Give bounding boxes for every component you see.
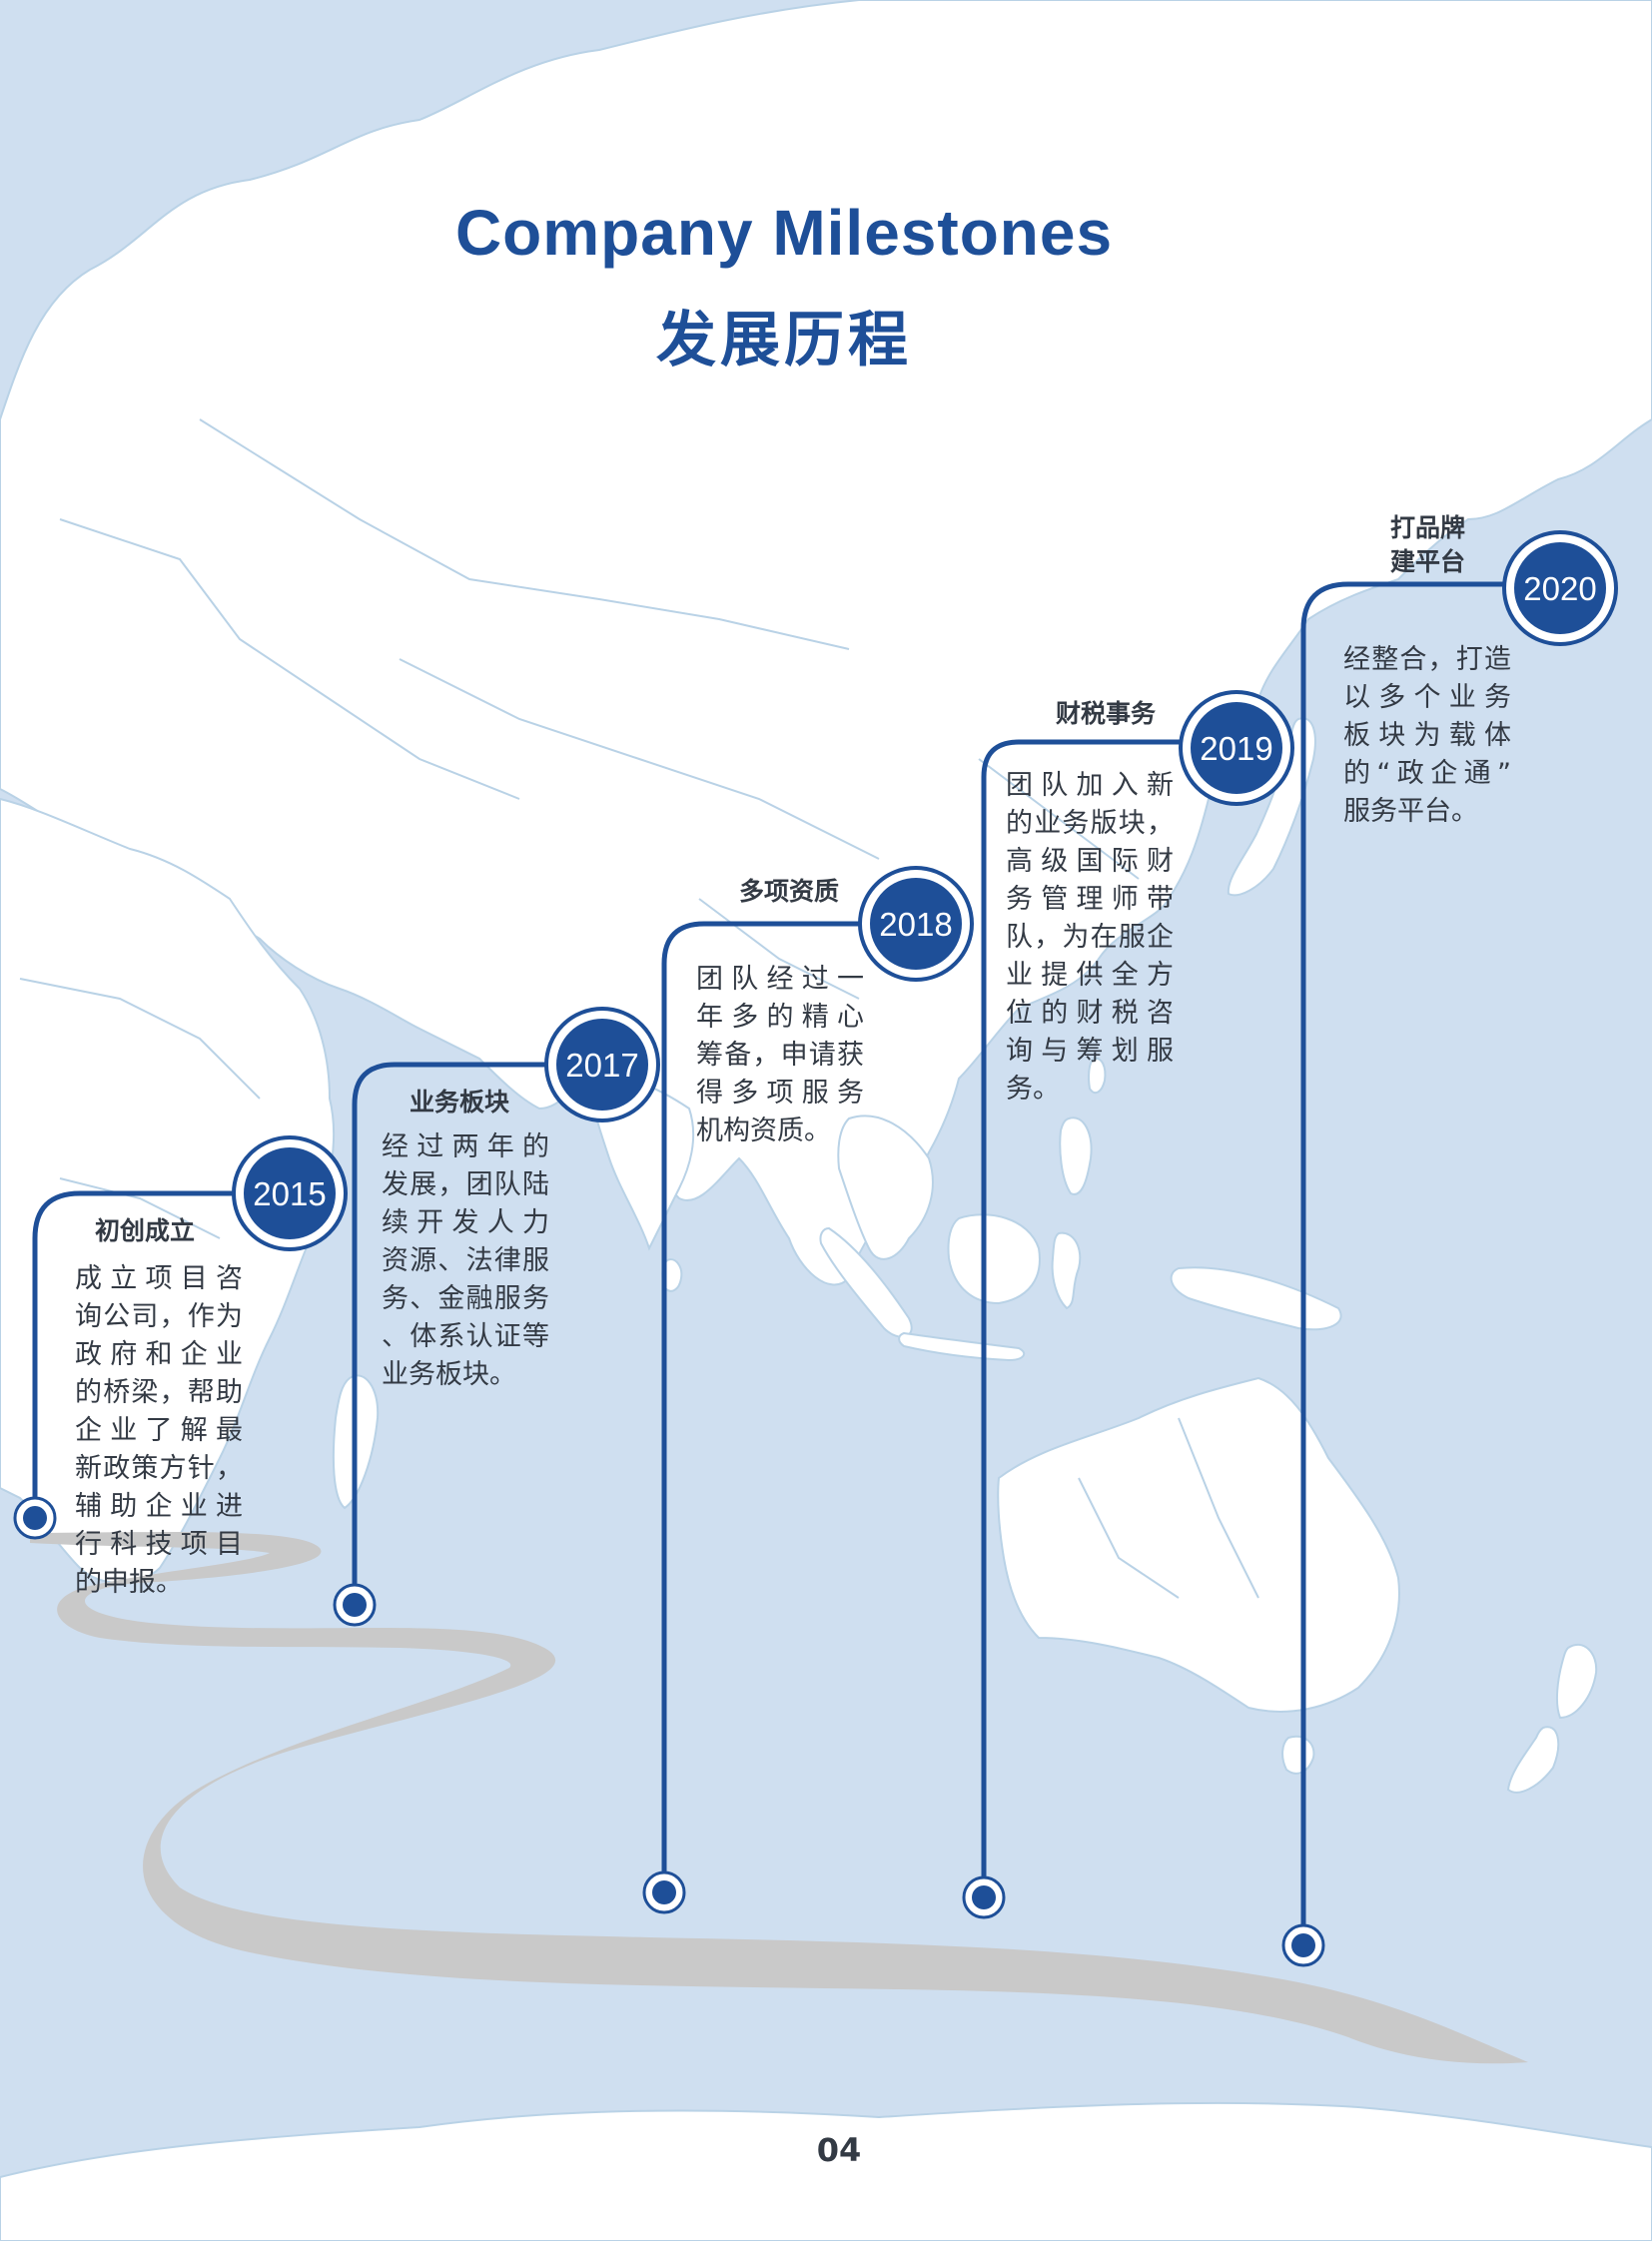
year-bubble-2015: 2015 xyxy=(232,1135,348,1251)
desc-line: 得多项服务 xyxy=(696,1078,864,1109)
timeline-line-2018 xyxy=(661,921,872,1895)
milestone-title-2020-line-2: 建平台 xyxy=(1390,547,1466,576)
desc-line: 位的财税咨 xyxy=(1006,998,1174,1029)
land-antarctica xyxy=(0,2101,1652,2241)
year-label-2020: 2020 xyxy=(1523,570,1596,607)
desc-line: 辅助企业进 xyxy=(75,1491,243,1522)
timeline-line-2019 xyxy=(981,739,1187,1900)
desc-line: 以多个业务 xyxy=(1343,682,1511,713)
desc-line: 续开发人力 xyxy=(382,1207,549,1238)
desc-line: 团队加入新 xyxy=(1006,770,1174,801)
year-label-2018: 2018 xyxy=(879,906,952,943)
milestone-title-2020: 打品牌 建平台 xyxy=(1390,511,1465,579)
end-dot-2015 xyxy=(13,1496,57,1540)
milestone-desc-2019: 团队加入新 的业务版块， 高级国际财 务管理师带 队，为在服企 业提供全方 位的… xyxy=(1006,767,1174,1109)
desc-line: 的桥梁，帮助 xyxy=(75,1377,243,1408)
desc-line: 团队经过一 xyxy=(696,964,864,995)
desc-line: 经过两年的 xyxy=(382,1131,549,1162)
milestone-title-2020-line-1: 打品牌 xyxy=(1390,513,1466,542)
desc-line: 年多的精心 xyxy=(696,1002,864,1033)
desc-line: 务。 xyxy=(1006,1074,1060,1105)
desc-line: 服务平台。 xyxy=(1343,796,1478,827)
timeline-line-2017 xyxy=(352,1062,562,1601)
desc-line: 业务板块。 xyxy=(382,1359,516,1390)
milestone-title-2019: 财税事务 xyxy=(1056,699,1157,728)
milestone-desc-2020: 经整合，打造 以多个业务 板块为载体 的“政企通” 服务平台。 xyxy=(1343,641,1511,831)
desc-line: 的申报。 xyxy=(75,1567,183,1598)
land-java xyxy=(898,1331,1026,1362)
land-australia xyxy=(997,1376,1400,1713)
desc-line: 的业务版块， xyxy=(1006,808,1174,839)
milestone-desc-2017: 经过两年的 发展，团队陆 续开发人力 资源、法律服 务、金融服务 、体系认证等 … xyxy=(382,1128,549,1394)
year-bubble-2020: 2020 xyxy=(1502,530,1618,646)
land-borneo xyxy=(947,1213,1041,1305)
desc-line: 询公司，作为 xyxy=(75,1301,243,1332)
desc-line: 政府和企业 xyxy=(75,1339,243,1370)
land-philippines xyxy=(1059,1117,1093,1195)
page-title-en: Company Milestones xyxy=(454,197,1114,269)
land-sumatra xyxy=(819,1226,913,1338)
desc-line: 成立项目咨 xyxy=(75,1263,243,1294)
desc-line: 询与筹划服 xyxy=(1006,1036,1174,1067)
milestone-desc-2015: 成立项目咨 询公司，作为 政府和企业 的桥梁，帮助 企业了解最 新政策方针， 辅… xyxy=(75,1260,243,1602)
land-newzealand xyxy=(1555,1643,1598,1720)
end-dot-2020 xyxy=(1281,1923,1325,1967)
milestone-desc-2018: 团队经过一 年多的精心 筹备，申请获 得多项服务 机构资质。 xyxy=(696,961,864,1150)
land-newguinea xyxy=(1170,1266,1342,1331)
year-bubble-2017: 2017 xyxy=(544,1007,660,1122)
milestone-title-2017: 业务板块 xyxy=(410,1088,510,1117)
milestone-title-2018: 多项资质 xyxy=(739,877,840,906)
desc-line: 高级国际财 xyxy=(1006,846,1174,877)
year-label-2017: 2017 xyxy=(565,1047,638,1084)
desc-line: 务管理师带 xyxy=(1006,884,1174,915)
land-sulawesi xyxy=(1051,1231,1082,1310)
year-label-2019: 2019 xyxy=(1200,730,1272,767)
land-indochina xyxy=(837,1115,934,1260)
desc-line: 经整合，打造 xyxy=(1343,644,1511,675)
desc-line: 、体系认证等 xyxy=(382,1321,549,1352)
end-dot-2018 xyxy=(642,1870,686,1914)
desc-line: 业提供全方 xyxy=(1006,960,1174,991)
road-path xyxy=(30,1531,1528,2064)
desc-line: 务、金融服务 xyxy=(382,1283,549,1314)
desc-line: 资源、法律服 xyxy=(382,1245,549,1276)
desc-line: 新政策方针， xyxy=(75,1453,243,1484)
year-label-2015: 2015 xyxy=(253,1175,326,1212)
desc-line: 行科技项目 xyxy=(75,1529,243,1560)
land-newzealand-south xyxy=(1506,1726,1560,1794)
end-dot-2017 xyxy=(333,1583,377,1627)
desc-line: 板块为载体 xyxy=(1343,720,1511,751)
end-dot-2019 xyxy=(962,1875,1006,1919)
desc-line: 机构资质。 xyxy=(696,1116,831,1146)
milestone-title-2015: 初创成立 xyxy=(95,1216,196,1245)
timeline-line-2015 xyxy=(32,1190,248,1511)
year-bubble-2018: 2018 xyxy=(858,866,974,982)
desc-line: 企业了解最 xyxy=(75,1415,243,1446)
desc-line: 筹备，申请获 xyxy=(696,1040,864,1071)
page-number: 04 xyxy=(816,2131,862,2169)
land-taiwan xyxy=(1088,1057,1107,1095)
land-eurasia xyxy=(0,0,1652,1286)
desc-line: 发展，团队陆 xyxy=(382,1169,549,1200)
year-bubble-2019: 2019 xyxy=(1179,690,1294,806)
timeline-line-2020 xyxy=(1300,581,1516,1948)
page-title-cn: 发展历程 xyxy=(656,306,912,375)
desc-line: 的“政企通” xyxy=(1343,758,1511,789)
desc-line: 队，为在服企 xyxy=(1006,922,1174,953)
